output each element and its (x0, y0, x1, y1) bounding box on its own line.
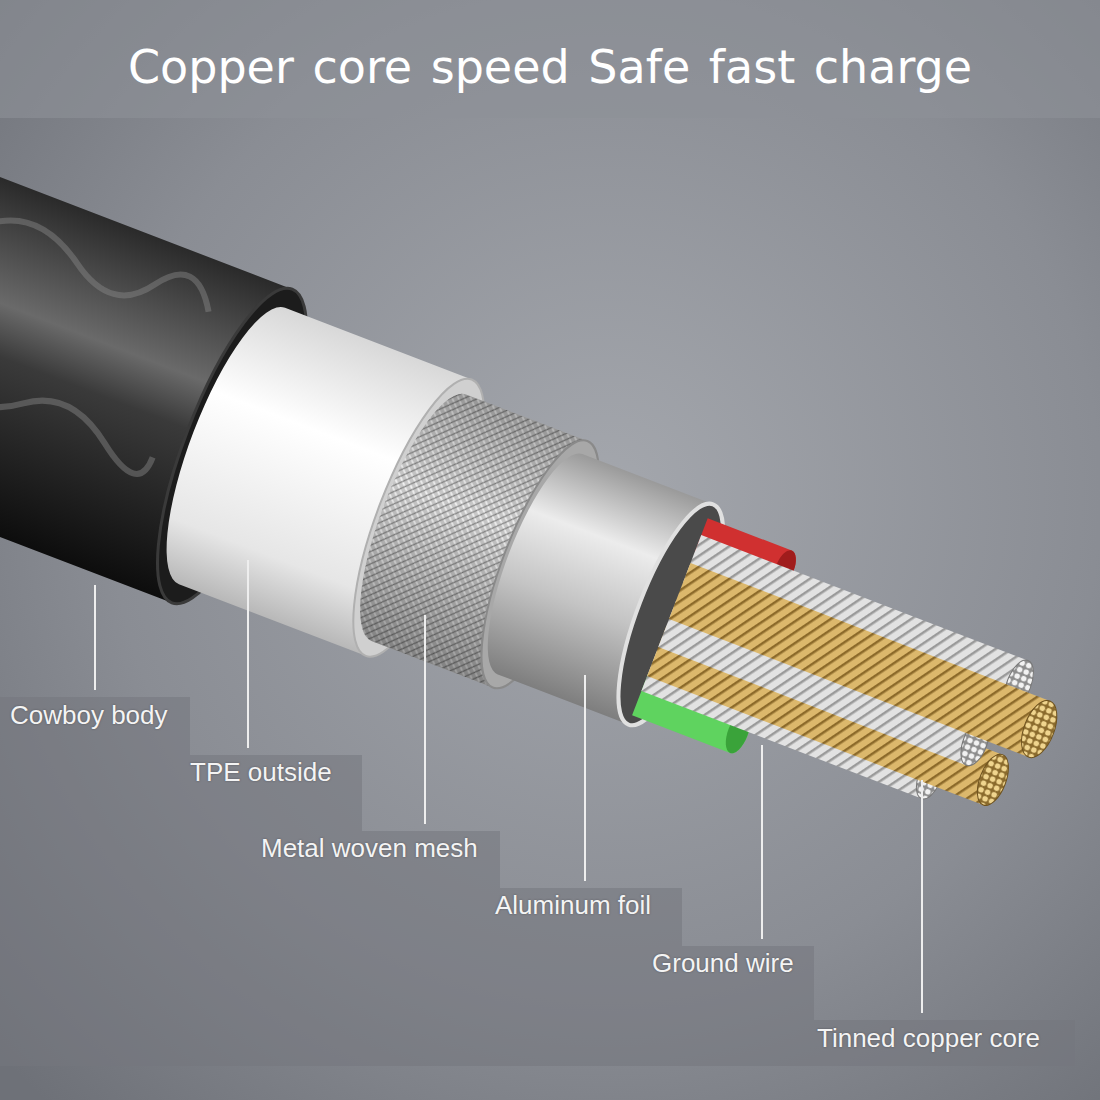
leader-line (424, 615, 426, 824)
gold-strand (669, 563, 1050, 757)
leader-line (761, 745, 763, 939)
cable (0, 139, 1100, 915)
part-label: Cowboy body (10, 700, 168, 731)
part-label: Ground wire (652, 948, 794, 979)
leader-lines (95, 560, 922, 1013)
jacket-texture (0, 169, 218, 478)
leader-line (247, 560, 249, 748)
part-label: TPE outside (190, 757, 332, 788)
gold-strand-end (1014, 696, 1064, 763)
title-band (0, 0, 1100, 118)
leader-line (94, 585, 96, 690)
part-label: Metal woven mesh (261, 833, 478, 864)
leader-line (921, 780, 923, 1013)
leader-line (584, 675, 586, 881)
part-label: Aluminum foil (495, 890, 651, 921)
title: Copper core speed Safe fast charge (0, 40, 1100, 94)
part-label: Tinned copper core (817, 1023, 1040, 1054)
